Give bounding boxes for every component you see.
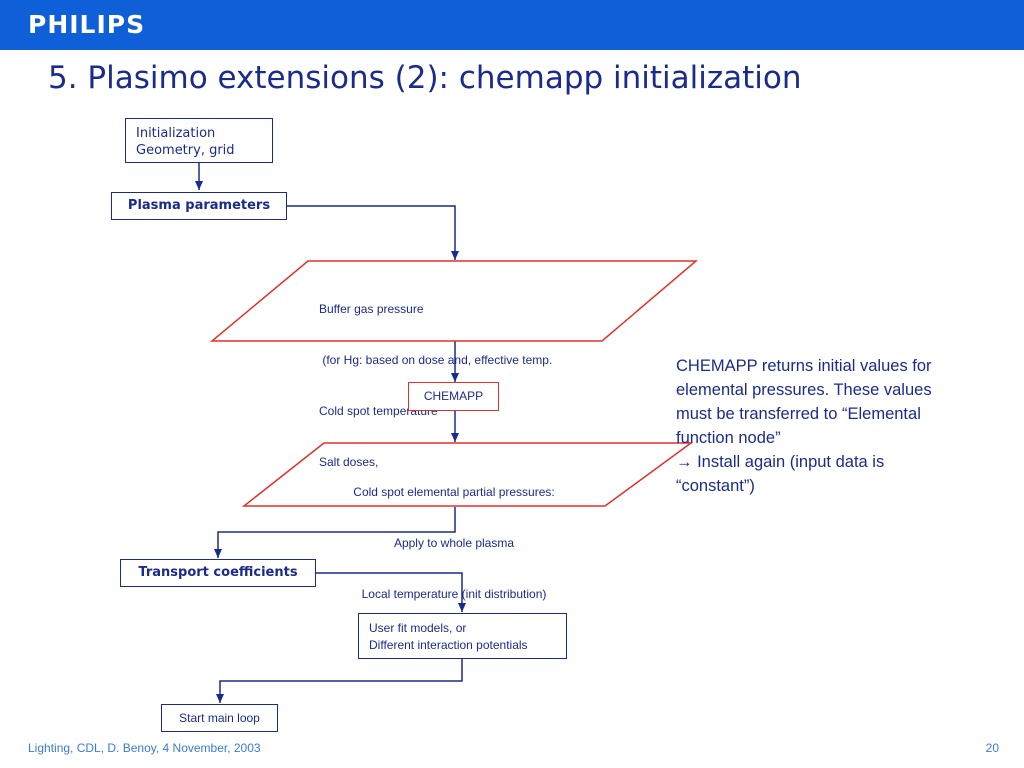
start-main-loop-box: Start main loop [161, 704, 278, 732]
philips-logo: PHILIPS [28, 10, 146, 39]
right-arrow-icon: → [676, 453, 693, 471]
user-fit-line1: User fit models, or [369, 621, 467, 635]
slide-title: 5. Plasimo extensions (2): chemapp initi… [48, 60, 802, 96]
note-line5-text: Install again (input data is [692, 453, 885, 471]
page-number: 20 [985, 741, 999, 755]
note-line6: “constant”) [676, 477, 755, 495]
note-line4: function node” [676, 429, 781, 447]
note-line5: → Install again (input data is [676, 450, 976, 474]
arrow-transport-to-userfit [316, 572, 466, 612]
input-line1: Buffer gas pressure [319, 302, 424, 316]
input-parallelogram-text: Buffer gas pressure (for Hg: based on do… [319, 267, 552, 488]
chemapp-label: CHEMAPP [423, 389, 484, 403]
output-line2: Apply to whole plasma [393, 536, 515, 550]
chemapp-box: CHEMAPP [408, 382, 499, 411]
note-line2: elemental pressures. These values [676, 381, 932, 399]
plasma-parameters-box: Plasma parameters [111, 192, 287, 220]
arrow-output-to-transport [214, 507, 456, 558]
init-box: Initialization Geometry, grid [125, 118, 273, 163]
init-box-line2: Geometry, grid [136, 143, 235, 158]
plasma-parameters-label: Plasma parameters [127, 198, 271, 213]
footer-text: Lighting, CDL, D. Benoy, 4 November, 200… [28, 741, 261, 755]
transport-coefficients-label: Transport coefficients [138, 565, 298, 580]
user-fit-box: User fit models, or Different interactio… [358, 613, 567, 659]
output-parallelogram [241, 442, 694, 507]
start-main-loop-label: Start main loop [179, 711, 260, 725]
input-line4: Salt doses, [319, 455, 379, 469]
arrow-plasma-to-input [287, 205, 459, 260]
output-line1: Cold spot elemental partial pressures: [353, 485, 555, 499]
note-line3: must be transferred to “Elemental [676, 405, 921, 423]
input-line2: (for Hg: based on dose and, effective te… [319, 353, 553, 367]
user-fit-line2: Different interaction potentials [369, 638, 528, 652]
chemapp-note: CHEMAPP returns initial values for eleme… [676, 354, 976, 498]
header-bar: PHILIPS [0, 0, 1024, 50]
transport-coefficients-box: Transport coefficients [120, 559, 316, 587]
arrow-userfit-to-start [216, 659, 463, 703]
output-parallelogram-text: Cold spot elemental partial pressures: A… [334, 450, 574, 620]
init-box-line1: Initialization [136, 126, 216, 141]
input-parallelogram [209, 260, 699, 342]
output-line3: Local temperature (init distribution) [361, 587, 547, 601]
note-line1: CHEMAPP returns initial values for [676, 357, 932, 375]
